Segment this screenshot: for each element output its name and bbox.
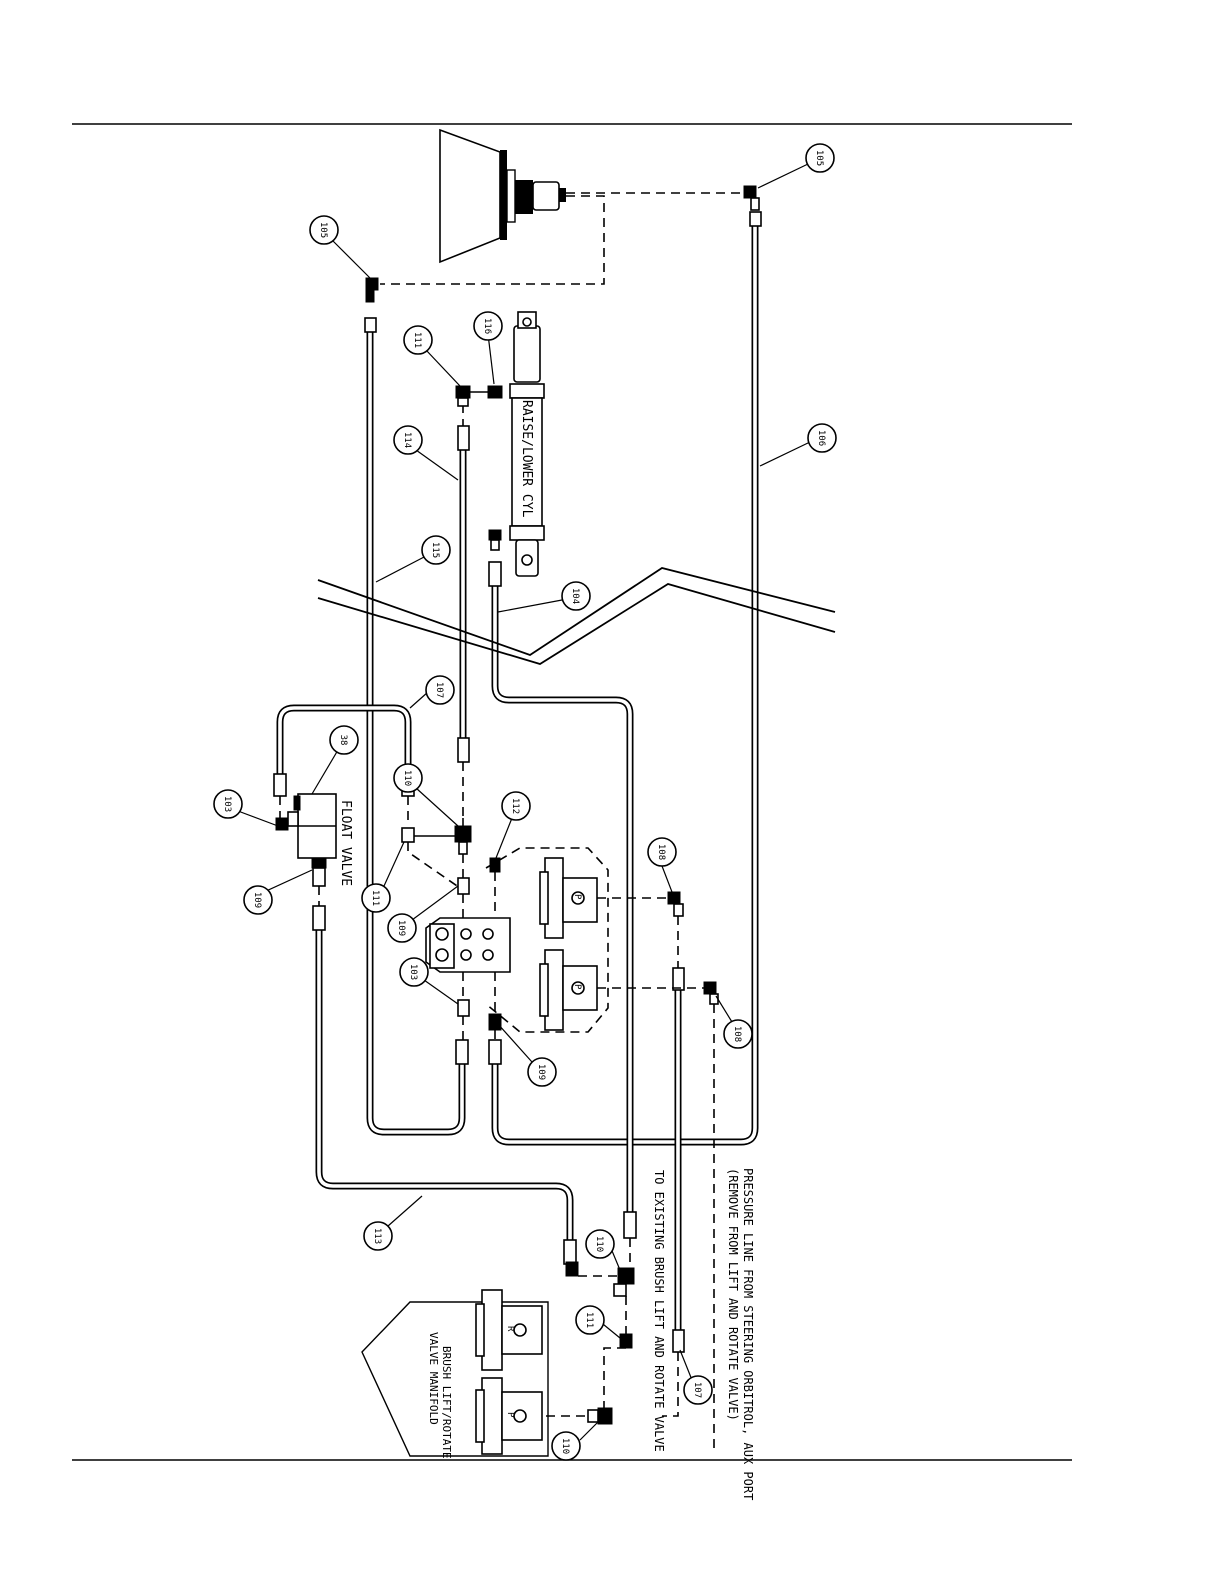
callout-107-top: 107: [426, 676, 454, 704]
callout-114: 114: [394, 426, 422, 454]
callout-105-right: 105: [806, 144, 834, 172]
callout-109-float: 109: [244, 886, 272, 914]
svg-text:110: 110: [560, 1438, 570, 1454]
port-label-r: R: [505, 1326, 515, 1332]
elbow-fitting-105-right: [744, 186, 759, 210]
hose-107-lower: [673, 968, 684, 1352]
svg-text:111: 111: [412, 332, 422, 348]
svg-text:112: 112: [510, 798, 520, 814]
svg-text:104: 104: [570, 588, 580, 604]
svg-text:38: 38: [338, 735, 348, 746]
callout-110-float: 110: [394, 764, 422, 792]
tee-fitting-110-lower: [614, 1268, 634, 1296]
fitting-109-float: [313, 868, 325, 886]
callout-110-lower: 110: [586, 1230, 614, 1258]
center-manifold: [426, 918, 510, 972]
port-label-p-lower: P: [572, 984, 582, 990]
brush-motor: [440, 130, 566, 262]
pressure-line-note-2: (REMOVE FROM LIFT AND ROTATE VALVE): [726, 1168, 740, 1421]
solenoid-valve-upper: P: [540, 858, 597, 938]
svg-text:105: 105: [318, 222, 328, 238]
fitting-109-lower: [458, 1000, 469, 1016]
fitting-111-float: [402, 828, 414, 842]
raise-lower-cylinder: RAISE/LOWER CYL: [510, 312, 544, 576]
callout-115: 115: [422, 536, 450, 564]
callout-109-right: 109: [528, 1058, 556, 1086]
callout-112: 112: [502, 792, 530, 820]
svg-text:103: 103: [222, 796, 232, 812]
svg-text:108: 108: [656, 844, 666, 860]
callout-106: 106: [808, 424, 836, 452]
fitting-109-mid: [458, 878, 469, 894]
callout-104: 104: [562, 582, 590, 610]
callout-111-top: 111: [404, 326, 432, 354]
fitting-111-top: [456, 386, 470, 398]
tee-fitting-110-bottom: [588, 1408, 612, 1424]
fitting-108: [704, 982, 718, 1004]
solenoid-valve-lower: P: [540, 950, 597, 1030]
tee-fitting-110: [455, 826, 471, 854]
port-label-p-brush: P: [505, 1412, 515, 1418]
fitting-103-right: [668, 892, 683, 916]
svg-text:109: 109: [396, 920, 406, 936]
callout-105-left: 105: [310, 216, 338, 244]
brush-valve-label-1: BRUSH LIFT/ROTATE: [440, 1346, 453, 1459]
callout-113: 113: [364, 1222, 392, 1250]
callout-111-lower: 111: [576, 1306, 604, 1334]
svg-text:111: 111: [584, 1312, 594, 1328]
callout-103-left: 103: [214, 790, 242, 818]
svg-text:109: 109: [536, 1064, 546, 1080]
svg-text:106: 106: [816, 430, 826, 446]
cylinder-label: RAISE/LOWER CYL: [519, 400, 534, 518]
svg-text:109: 109: [252, 892, 262, 908]
callout-103-lower: 103: [400, 958, 428, 986]
fitting-111-lower: [620, 1334, 632, 1348]
hose-114: [458, 426, 469, 762]
svg-text:116: 116: [482, 318, 492, 334]
brush-valve-p: P: [476, 1378, 542, 1454]
callout-38: 38: [330, 726, 358, 754]
pressure-line-note-1: PRESSURE LINE FROM STEERING ORBITROL, AU…: [741, 1168, 755, 1500]
svg-text:110: 110: [594, 1236, 604, 1252]
svg-text:113: 113: [372, 1228, 382, 1244]
float-valve-label: FLOAT VALVE: [338, 800, 353, 886]
callout-111-float: 111: [362, 884, 390, 912]
callout-116: 116: [474, 312, 502, 340]
svg-text:115: 115: [430, 542, 440, 558]
callout-108-lower: 108: [724, 1020, 752, 1048]
callout-108-upper: 108: [648, 838, 676, 866]
svg-text:107: 107: [692, 1382, 702, 1398]
svg-text:110: 110: [402, 770, 412, 786]
brush-valve-label-2: VALVE MANIFOLD: [427, 1332, 440, 1425]
svg-text:107: 107: [434, 682, 444, 698]
svg-text:114: 114: [402, 432, 412, 448]
callout-107-lower: 107: [684, 1376, 712, 1404]
callout-109-mid: 109: [388, 914, 416, 942]
existing-valve-note: TO EXISTING BRUSH LIFT AND ROTATE VALVE: [652, 1170, 666, 1452]
svg-text:103: 103: [408, 964, 418, 980]
elbow-fitting-105-left: [366, 278, 378, 302]
fitting-109-right: [489, 1014, 501, 1030]
svg-text:111: 111: [370, 890, 380, 906]
port-label-p-upper: P: [572, 894, 582, 900]
callout-110-bottom: 110: [552, 1432, 580, 1460]
fitting-104: [489, 530, 501, 540]
svg-text:108: 108: [732, 1026, 742, 1042]
fitting-116: [488, 386, 502, 398]
svg-text:105: 105: [814, 150, 824, 166]
